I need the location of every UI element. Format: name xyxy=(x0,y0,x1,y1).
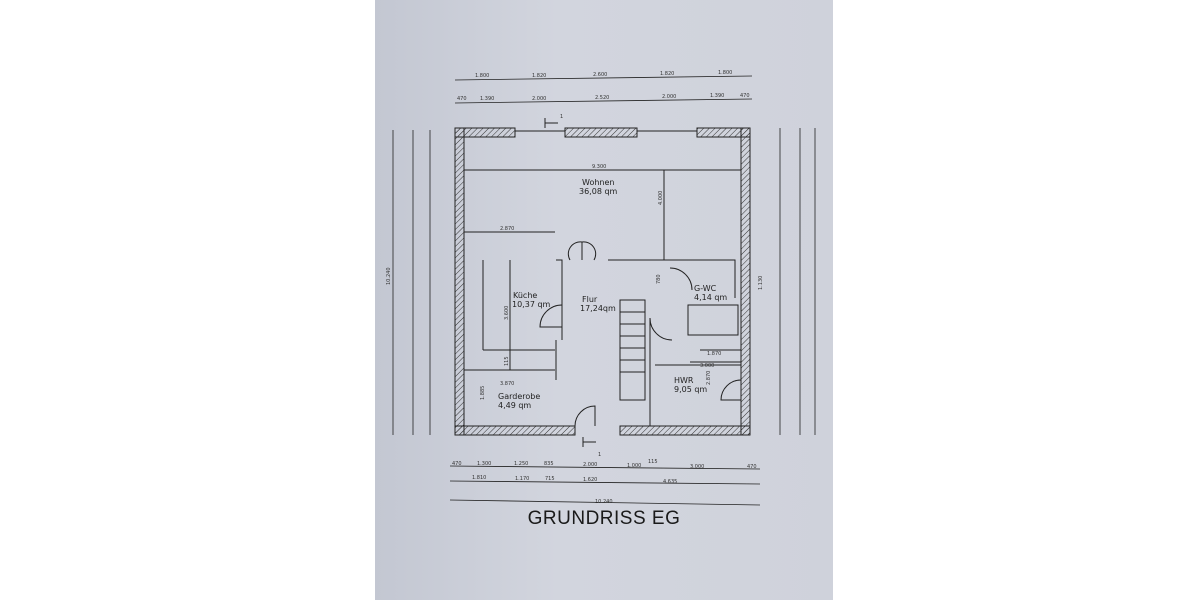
dim-inner: 2.870 xyxy=(706,371,712,385)
section-marker-label: 1 xyxy=(560,114,563,120)
dim-top-1: 1.800 xyxy=(718,70,732,76)
room-name-kueche: Küche xyxy=(513,291,537,300)
dim-inner: 9.300 xyxy=(592,164,606,170)
dim-bottom-1: 3.000 xyxy=(690,464,704,470)
dim-top-2: 2.520 xyxy=(595,95,609,101)
dim-top-2: 2.000 xyxy=(662,94,676,100)
dim-bottom-2: 1.170 xyxy=(515,476,529,482)
dim-bottom-2: 1.810 xyxy=(472,475,486,481)
room-area-gwc: 4,14 qm xyxy=(694,293,727,302)
room-name-gwc: G-WC xyxy=(694,284,717,293)
dim-inner: 3.000 xyxy=(700,363,714,369)
room-area-kueche: 10,37 qm xyxy=(512,300,551,309)
room-name-flur: Flur xyxy=(582,295,598,304)
room-area-garderobe: 4,49 qm xyxy=(498,401,531,410)
dim-inner: 780 xyxy=(656,274,662,284)
dim-inner: 3.600 xyxy=(504,306,510,320)
dim-bottom-1: 835 xyxy=(544,461,554,467)
dim-top-2: 1.390 xyxy=(710,93,724,99)
dim-bottom-1: 470 xyxy=(747,464,757,470)
dim-top-2: 1.390 xyxy=(480,96,494,102)
dim-top-2: 470 xyxy=(740,93,750,99)
dim-top-2: 470 xyxy=(457,96,467,102)
dim-bottom-1: 115 xyxy=(648,459,658,465)
dim-bottom-total: 10.240 xyxy=(595,499,613,505)
dim-inner: 4.000 xyxy=(658,191,664,205)
dim-top-1: 1.820 xyxy=(532,73,546,79)
room-name-wohnen: Wohnen xyxy=(582,178,614,187)
dim-inner: 3.870 xyxy=(500,381,514,387)
room-area-flur: 17,24qm xyxy=(580,304,616,313)
dim-bottom-1: 1.300 xyxy=(477,461,491,467)
dim-bottom-2: 4.635 xyxy=(663,479,677,485)
dim-left-total: 10.240 xyxy=(386,268,392,286)
dim-inner: 1.885 xyxy=(480,386,486,400)
section-marker-label: 1 xyxy=(598,452,601,458)
dim-inner: 1.870 xyxy=(707,351,721,357)
dim-bottom-2: 1.620 xyxy=(583,477,597,483)
dim-bottom-1: 470 xyxy=(452,461,462,467)
dim-top-1: 2.600 xyxy=(593,72,607,78)
dim-top-1: 1.800 xyxy=(475,73,489,79)
dim-top-1: 1.820 xyxy=(660,71,674,77)
dim-bottom-1: 1.000 xyxy=(627,463,641,469)
dim-bottom-2: 715 xyxy=(545,476,555,482)
dim-inner: 1.130 xyxy=(758,276,764,290)
dim-bottom-1: 1.250 xyxy=(514,461,528,467)
dim-bottom-1: 2.000 xyxy=(583,462,597,468)
room-area-wohnen: 36,08 qm xyxy=(579,187,618,196)
dim-inner: 2.870 xyxy=(500,226,514,232)
plan-title: GRUNDRISS EG xyxy=(527,508,681,529)
room-area-hwr: 9,05 qm xyxy=(674,385,707,394)
dim-top-2: 2.000 xyxy=(532,96,546,102)
room-name-hwr: HWR xyxy=(674,376,694,385)
room-name-garderobe: Garderobe xyxy=(498,392,540,401)
exterior-walls xyxy=(454,127,751,436)
dim-inner: 115 xyxy=(504,356,510,366)
